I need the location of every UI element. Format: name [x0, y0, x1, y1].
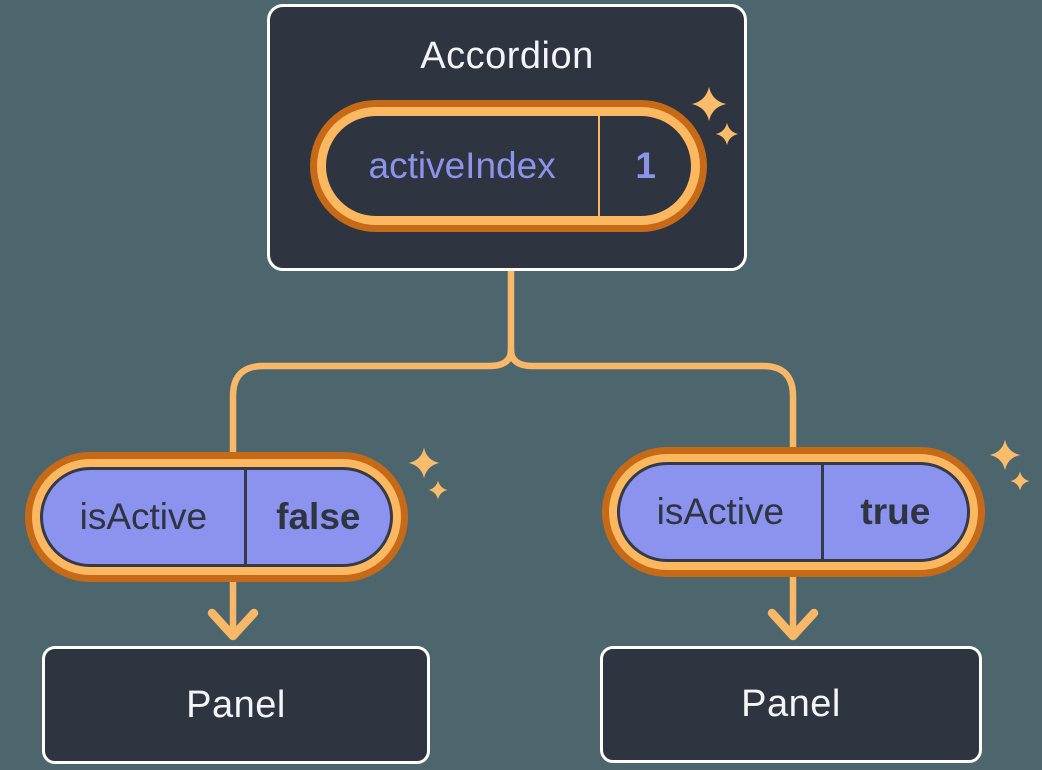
state-pill-body: activeIndex 1 — [326, 116, 691, 216]
prop-value-label: true — [860, 491, 931, 532]
panel-node-title: Panel — [741, 683, 841, 725]
prop-pill-body: isActive false — [40, 467, 393, 567]
accordion-node-title: Accordion — [420, 35, 594, 77]
sparkles-icon — [408, 447, 448, 500]
state-pill-ring: activeIndex 1 — [317, 107, 700, 225]
pill-divider — [820, 465, 824, 559]
prop-pill-isactive-false: isActive false — [25, 452, 408, 582]
state-value-label: 1 — [635, 145, 656, 186]
prop-pill-ring: isActive false — [32, 459, 401, 575]
prop-name-label: isActive — [79, 496, 208, 537]
prop-pill-body: isActive true — [617, 462, 970, 562]
pill-divider — [598, 116, 601, 216]
state-name-label: activeIndex — [368, 145, 556, 186]
panel-node-right: Panel — [600, 646, 982, 763]
panel-node-left: Panel — [42, 646, 430, 764]
prop-pill-ring: isActive true — [609, 454, 978, 570]
right-arrow-icon — [767, 608, 819, 641]
state-pill-active-index: activeIndex 1 — [310, 100, 707, 232]
left-arrow-icon — [207, 608, 259, 641]
prop-name-label: isActive — [656, 491, 785, 532]
panel-node-title: Panel — [186, 683, 286, 726]
prop-value-label: false — [276, 496, 361, 537]
prop-pill-isactive-true: isActive true — [602, 447, 985, 577]
sparkles-icon — [989, 439, 1030, 491]
